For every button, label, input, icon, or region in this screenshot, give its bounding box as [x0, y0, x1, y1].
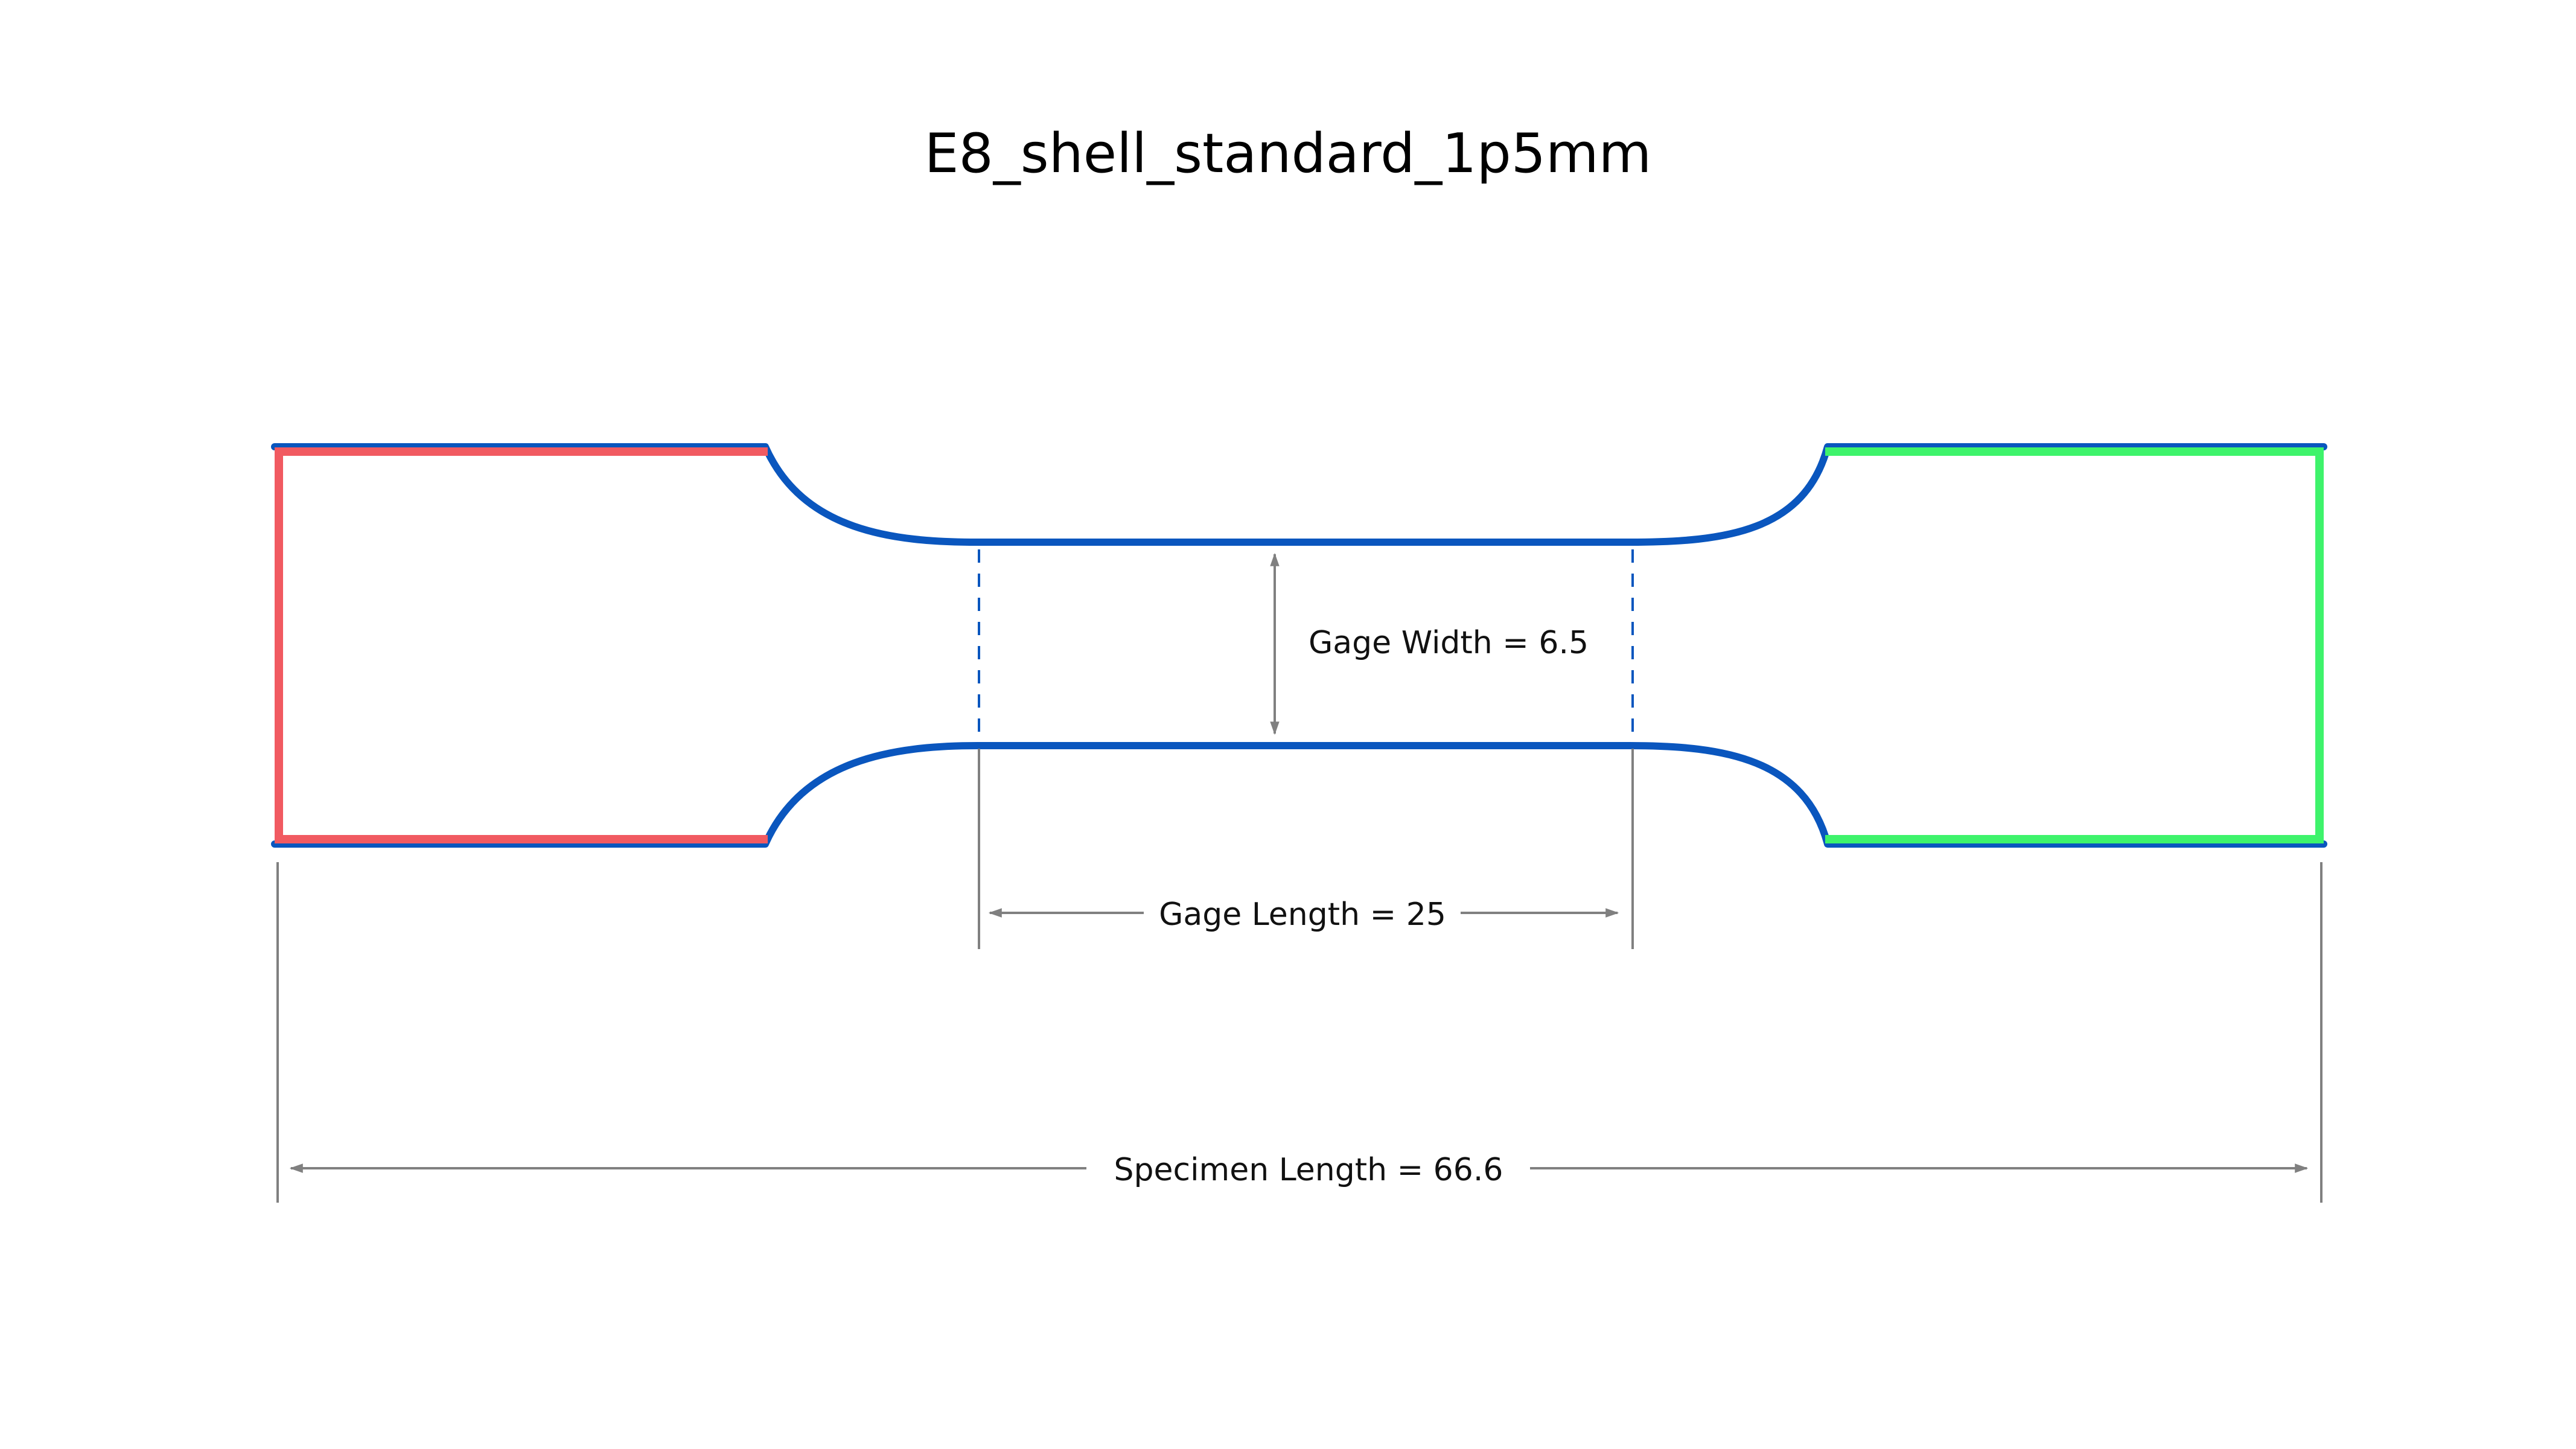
diagram-title: E8_shell_standard_1p5mm	[925, 122, 1652, 185]
gage-width-label: Gage Width = 6.5	[1309, 625, 1589, 661]
specimen-outline-bottom	[271, 742, 2327, 848]
specimen-length-label: Specimen Length = 66.6	[1114, 1152, 1503, 1188]
gage-length-label: Gage Length = 25	[1159, 897, 1446, 933]
right-grip-boundary	[1825, 447, 2324, 843]
left-grip-boundary	[275, 447, 768, 843]
specimen-outline-top	[271, 443, 2327, 546]
